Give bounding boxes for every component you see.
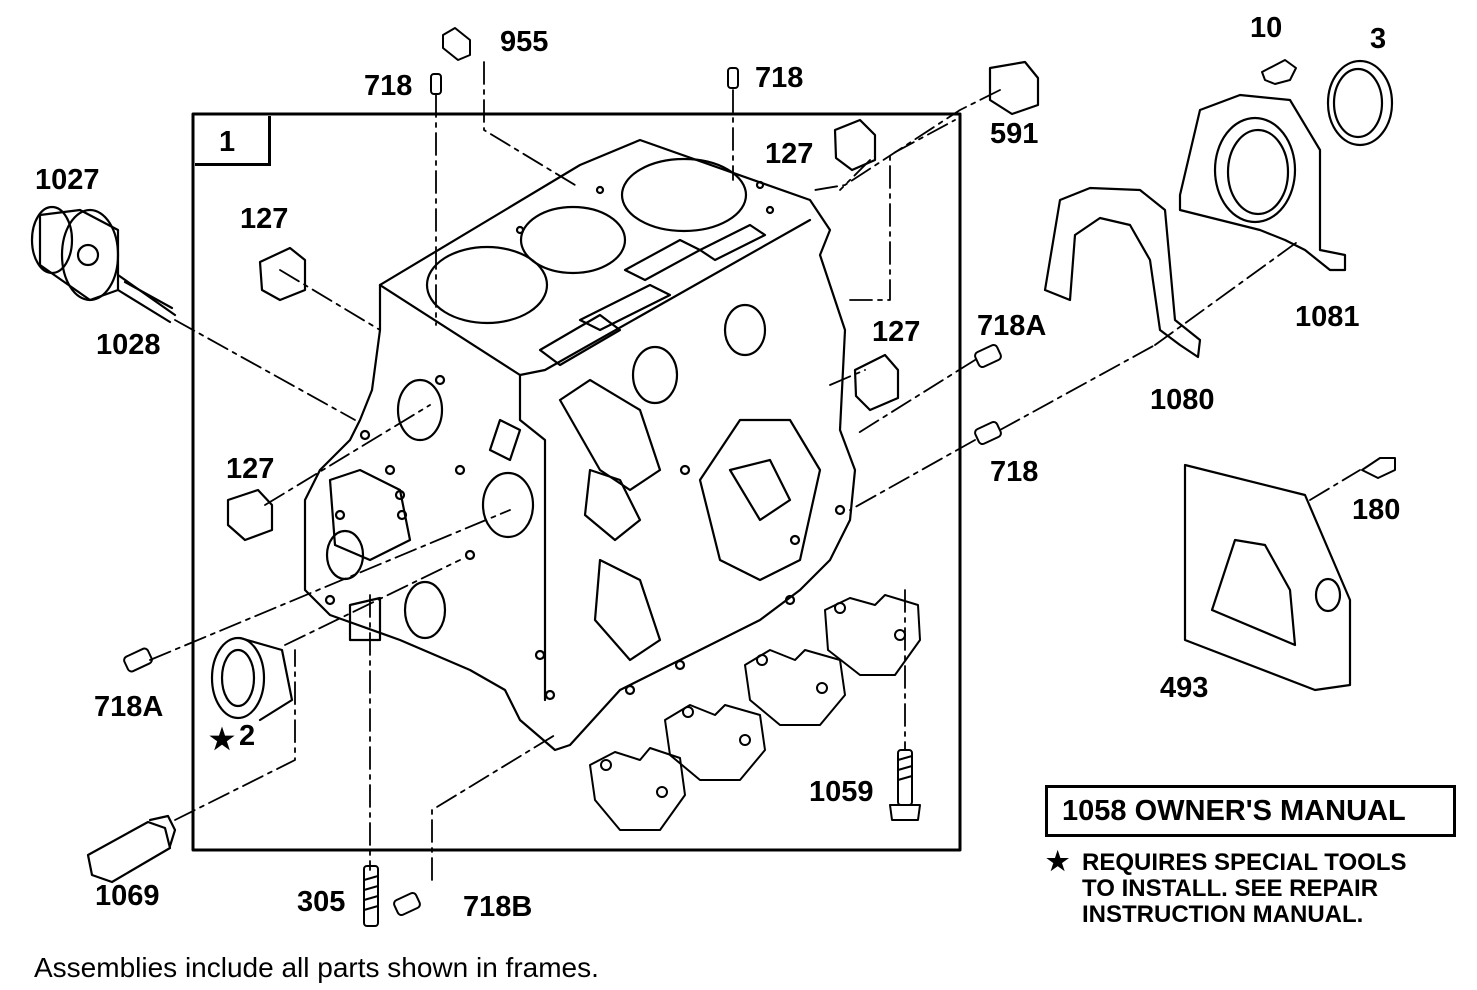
assembly-leader-lines bbox=[149, 61, 1361, 881]
drain-plug-part bbox=[442, 27, 471, 61]
callout-3: 3 bbox=[1370, 23, 1387, 55]
callout-127-top: 127 bbox=[765, 138, 814, 170]
cylinder-block bbox=[303, 138, 857, 752]
callout-718A-right: 718A bbox=[977, 310, 1047, 342]
star-icon: ★ bbox=[1046, 846, 1070, 876]
callout-718-top-right: 718 bbox=[755, 62, 804, 94]
stud-part bbox=[363, 865, 379, 927]
callout-718-right: 718 bbox=[990, 456, 1039, 488]
callout-305: 305 bbox=[297, 886, 346, 918]
seal-retainer-part bbox=[1178, 93, 1347, 272]
callout-591: 591 bbox=[990, 118, 1039, 150]
special-tool-star-icon: ★ bbox=[209, 724, 235, 756]
dowel-pin-part bbox=[974, 420, 1002, 446]
dowel-pin-part bbox=[974, 343, 1002, 369]
gasket-part bbox=[1043, 186, 1202, 359]
callout-718A-left: 718A bbox=[94, 691, 164, 723]
callout-1080: 1080 bbox=[1150, 384, 1215, 416]
callout-955: 955 bbox=[500, 26, 549, 58]
callout-1028: 1028 bbox=[96, 329, 161, 361]
frame-number-box: 1 bbox=[195, 116, 271, 166]
callout-127-right: 127 bbox=[872, 316, 921, 348]
callout-1069: 1069 bbox=[95, 880, 160, 912]
callout-493: 493 bbox=[1160, 672, 1209, 704]
bolt-part bbox=[1261, 59, 1297, 85]
note-line-1: REQUIRES SPECIAL TOOLS bbox=[1082, 849, 1407, 876]
expansion-plug-parts bbox=[226, 60, 1040, 542]
callout-10: 10 bbox=[1250, 12, 1283, 44]
note-line-2: TO INSTALL. SEE REPAIR bbox=[1082, 875, 1379, 902]
owners-manual-box: 1058 OWNER'S MANUAL bbox=[1045, 785, 1456, 837]
bolt-part bbox=[1361, 457, 1396, 479]
dowel-pin-part bbox=[393, 891, 421, 917]
assemblies-footnote: Assemblies include all parts shown in fr… bbox=[34, 952, 599, 983]
frame-number: 1 bbox=[219, 126, 236, 158]
callout-1027: 1027 bbox=[35, 164, 100, 196]
rear-oil-seal-part bbox=[1326, 59, 1394, 147]
oil-seal-part bbox=[210, 636, 294, 722]
note-line-3: INSTRUCTION MANUAL. bbox=[1082, 901, 1364, 928]
callout-718-top-left: 718 bbox=[364, 70, 413, 102]
oil-filter-part bbox=[30, 205, 177, 324]
callout-180: 180 bbox=[1352, 494, 1401, 526]
assembly-frame bbox=[191, 112, 962, 852]
callout-127-left: 127 bbox=[240, 203, 289, 235]
bolt-part bbox=[889, 749, 921, 821]
dowel-pin-part bbox=[430, 73, 442, 95]
callout-718B: 718B bbox=[463, 891, 533, 923]
callout-1059: 1059 bbox=[809, 776, 874, 808]
hex-plug-part bbox=[86, 814, 177, 884]
dowel-pin-part bbox=[123, 647, 153, 673]
callout-2: 2 bbox=[239, 720, 256, 752]
callout-1081: 1081 bbox=[1295, 301, 1360, 333]
dowel-pin-part bbox=[727, 67, 739, 89]
adapter-plate-part bbox=[1183, 463, 1352, 692]
owners-manual-label: 1058 OWNER'S MANUAL bbox=[1062, 794, 1406, 827]
callout-127-lower-left: 127 bbox=[226, 453, 275, 485]
